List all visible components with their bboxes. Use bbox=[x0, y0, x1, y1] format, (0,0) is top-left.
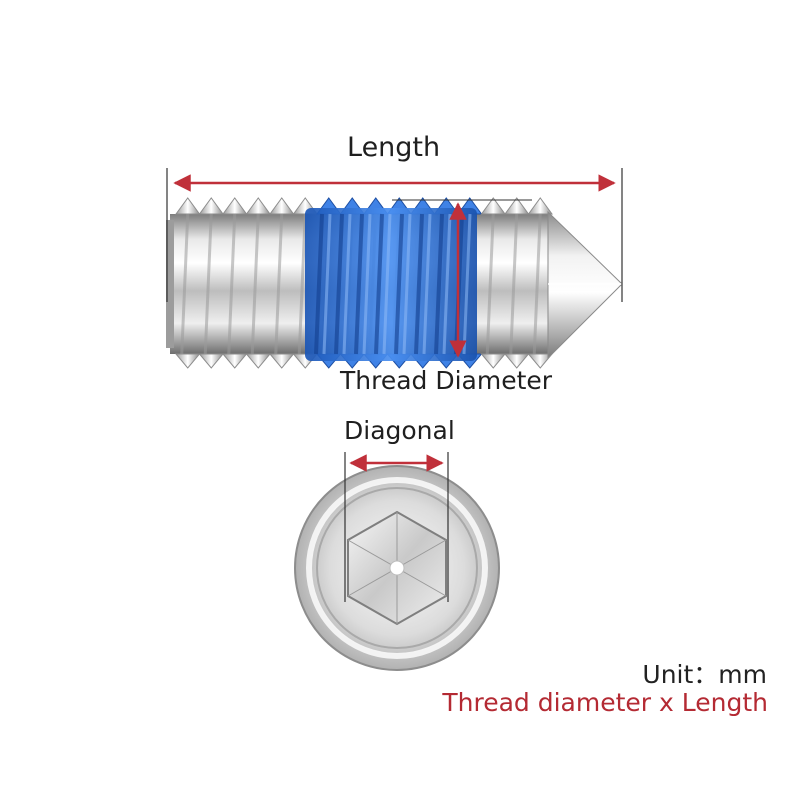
thread-lock-groove bbox=[374, 213, 384, 355]
diagonal-dimension bbox=[344, 452, 449, 602]
thread-crest-top bbox=[269, 197, 295, 215]
thread-lock-highlight bbox=[342, 213, 352, 355]
thread-crest-bottom bbox=[221, 353, 248, 369]
thread-groove bbox=[509, 213, 519, 355]
thread-lock-groove bbox=[414, 213, 424, 355]
thread-crest-top bbox=[245, 197, 271, 215]
socket-center bbox=[389, 560, 405, 576]
thread-groove bbox=[203, 213, 213, 355]
unit-label: Unit：mm bbox=[642, 660, 767, 689]
thread-groove bbox=[274, 213, 284, 355]
thread-diameter-dimension bbox=[392, 199, 532, 358]
thread-groove bbox=[297, 213, 307, 355]
thread-lock-groove bbox=[394, 213, 404, 355]
length-label: Length bbox=[347, 132, 441, 163]
thread-lock-highlight bbox=[322, 213, 332, 355]
thread-crest-bottom bbox=[480, 353, 507, 369]
thread-lock-groove bbox=[314, 213, 324, 355]
thread-crest-top bbox=[527, 197, 553, 215]
thread-lock-highlight bbox=[442, 213, 452, 355]
set-screw-side-view bbox=[166, 197, 623, 369]
thread-lock-highlight bbox=[382, 213, 392, 355]
length-dimension bbox=[166, 168, 623, 302]
thread-crest-bottom bbox=[245, 353, 272, 369]
thread-lock-highlight bbox=[422, 213, 432, 355]
thread-groove bbox=[227, 213, 237, 355]
thread-groove bbox=[485, 213, 495, 355]
thread-groove bbox=[180, 213, 190, 355]
thread-crest-bottom bbox=[268, 353, 295, 369]
diagonal-label: Diagonal bbox=[344, 416, 455, 445]
thread-crest-top bbox=[175, 197, 201, 215]
thread-crest-bottom bbox=[174, 353, 201, 369]
thread-crest-bottom bbox=[503, 353, 530, 369]
thread-lock-highlight bbox=[362, 213, 372, 355]
thread-groove bbox=[250, 213, 260, 355]
thread-lock-patch bbox=[305, 208, 477, 361]
thread-crest-top bbox=[222, 197, 248, 215]
thread-lock-groove bbox=[434, 213, 444, 355]
thread-diameter-label: Thread Diameter bbox=[340, 366, 553, 395]
thread-lock-highlight bbox=[402, 213, 412, 355]
set-screw-end-view bbox=[294, 465, 500, 671]
thread-crest-top bbox=[198, 197, 224, 215]
thread-lock-groove bbox=[334, 213, 344, 355]
screw-flat-end bbox=[166, 220, 174, 348]
size-format-label: Thread diameter x Length bbox=[442, 688, 768, 717]
thread-crest-bottom bbox=[198, 353, 225, 369]
thread-lock-groove bbox=[354, 213, 364, 355]
thread-crest-bottom bbox=[527, 353, 554, 369]
thread-groove bbox=[532, 213, 542, 355]
